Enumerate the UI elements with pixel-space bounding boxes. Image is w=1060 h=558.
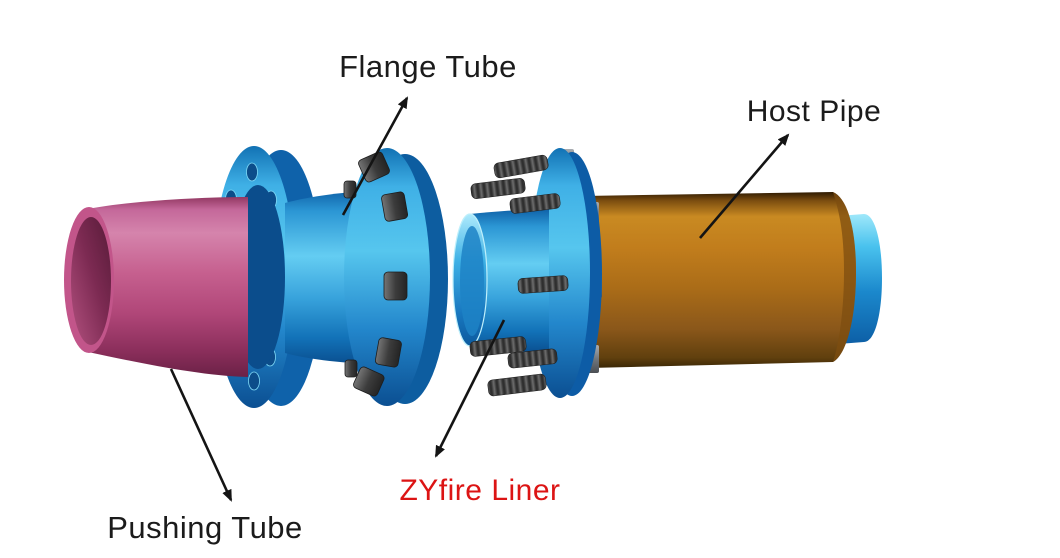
host-pipe-end-rim xyxy=(833,192,856,362)
hex-nut xyxy=(374,337,402,368)
liner-tube-bore xyxy=(460,226,484,336)
arrow-zyfire-liner xyxy=(434,319,506,458)
threaded-stud xyxy=(470,178,526,199)
hex-nut xyxy=(344,359,358,378)
threaded-stud xyxy=(469,336,527,357)
flange-tube-graphic xyxy=(213,146,448,408)
label-flange-tube: Flange Tube xyxy=(339,49,517,84)
hex-nut xyxy=(381,191,409,222)
zyfire-liner-graphic xyxy=(452,148,602,398)
label-pushing-tube: Pushing Tube xyxy=(107,510,303,545)
bolt-hole xyxy=(248,371,260,391)
pushing-tube-body xyxy=(88,197,248,377)
host-pipe-graphic xyxy=(581,192,882,368)
arrow-pushing-tube xyxy=(169,368,233,502)
threaded-stud xyxy=(487,373,547,397)
annotation-arrows xyxy=(169,96,790,502)
label-zyfire-liner: ZYfire Liner xyxy=(399,474,560,507)
arrow-flange-tube xyxy=(341,96,409,216)
arrow-host-pipe xyxy=(699,133,790,239)
pushing-tube-graphic xyxy=(64,197,248,377)
threaded-stud xyxy=(509,193,561,214)
threaded-stud xyxy=(517,275,569,294)
bolt-hole xyxy=(246,162,258,182)
threaded-stud xyxy=(493,154,549,179)
pushing-tube-bore xyxy=(71,217,111,345)
hex-nut xyxy=(383,271,408,301)
right-flange-nuts xyxy=(343,151,409,397)
liner-studs xyxy=(469,154,569,397)
label-host-pipe: Host Pipe xyxy=(747,95,882,128)
liner-tube-body xyxy=(470,209,549,353)
threaded-stud xyxy=(507,348,558,369)
hex-nut xyxy=(353,366,385,397)
host-pipe-body xyxy=(581,192,856,368)
